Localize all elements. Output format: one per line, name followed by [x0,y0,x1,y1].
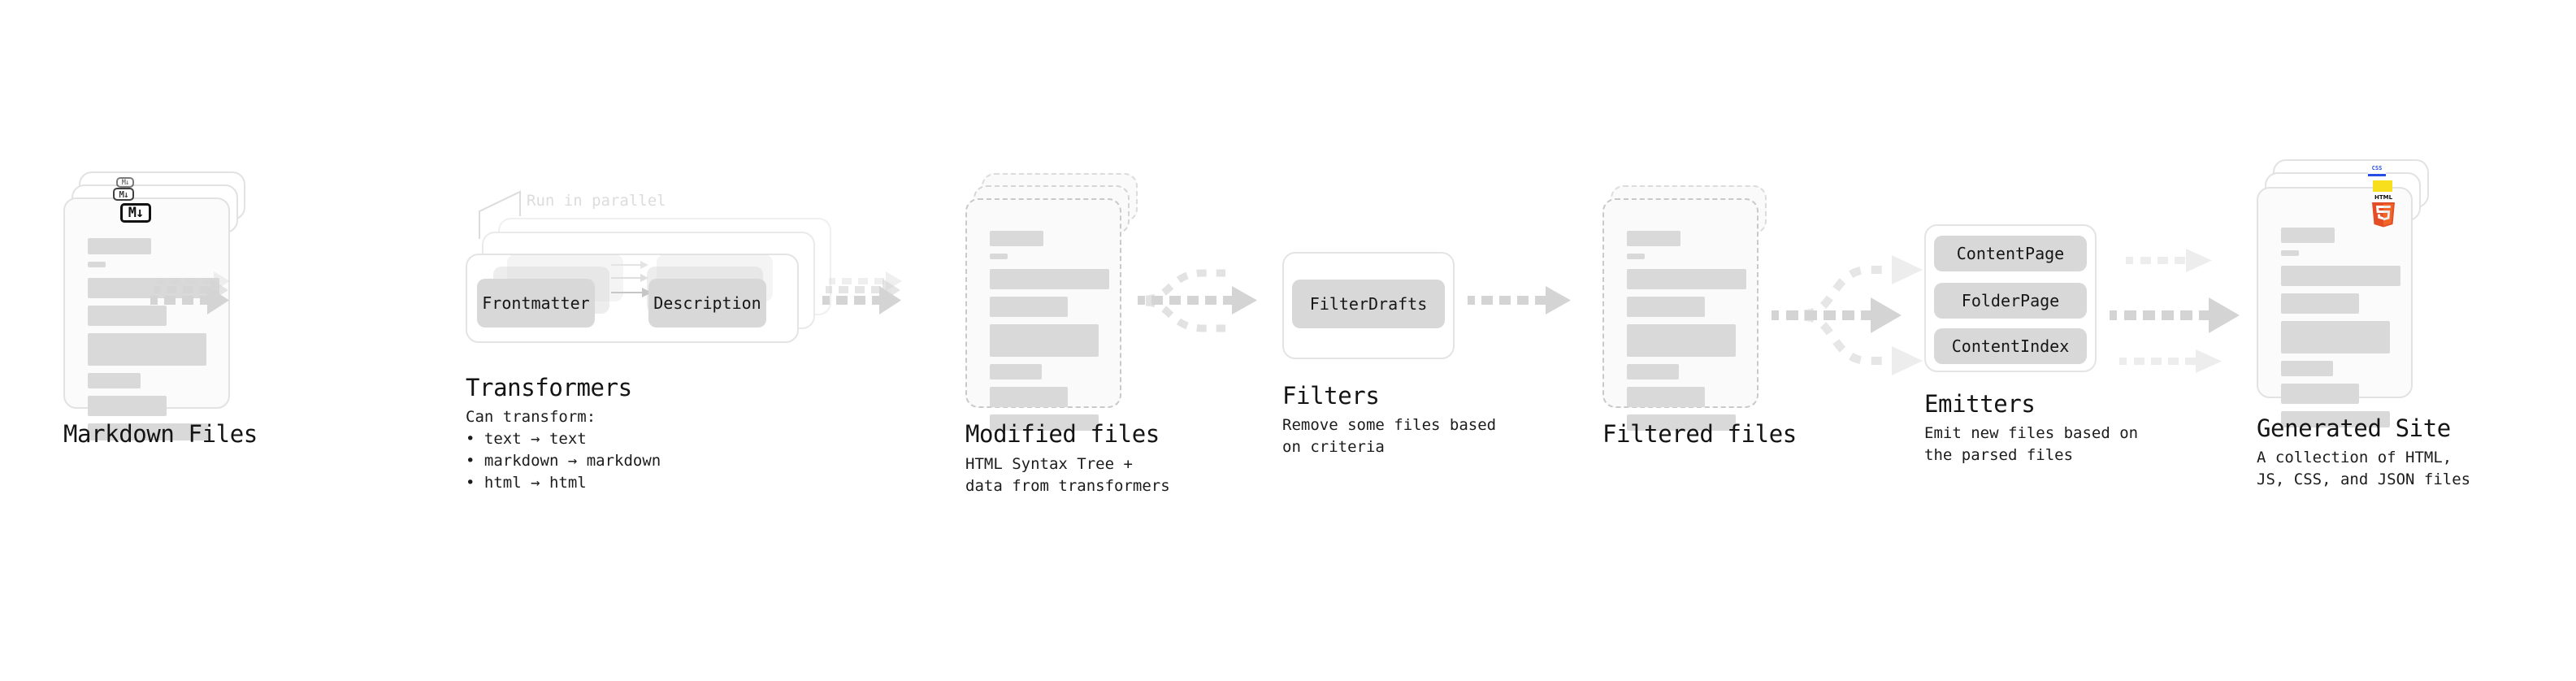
js-icon [2373,180,2392,192]
generated-site-description: A collection of HTML, JS, CSS, and JSON … [2257,449,2471,488]
transformer-chip-description[interactable]: Description [648,279,766,327]
emitter-chip-folderpage[interactable]: FolderPage [1934,283,2087,319]
markdown-files-title: Markdown Files [63,420,258,448]
bar-line [990,254,1008,259]
markdown-icon-mid: M↓ [113,188,134,201]
bar-line [1627,364,1679,380]
arrow-transformers-to-modified [822,271,902,314]
bar-line [990,269,1109,289]
bar-line [88,306,167,326]
bar-line [990,297,1068,317]
arrow-markdown-to-transformers [150,271,230,314]
emitters-title: Emitters [1924,390,2036,418]
emitter-chip-contentpage[interactable]: ContentPage [1934,236,2087,271]
generated-site-title: Generated Site [2257,414,2451,442]
bar-line [990,387,1068,407]
modified-files-description: HTML Syntax Tree + data from transformer… [965,455,1170,495]
bar-line [88,373,141,388]
transformer-chip-frontmatter[interactable]: Frontmatter [477,279,595,327]
arrow-filtered-to-emitters [1772,255,1923,375]
svg-text:HTML: HTML [2374,194,2393,201]
bar-line [2281,293,2359,314]
filtered-files-title: Filtered files [1602,420,1797,448]
transformers-description: Can transform: • text → text • markdown … [466,408,661,492]
bar-line [2281,266,2400,286]
site-file-bars [2281,228,2400,435]
arrow-filters-to-filtered [1468,286,1571,314]
modified-file-front [965,198,1121,431]
bar-line [2281,250,2299,256]
bar-line [2281,384,2359,404]
bar-line [1627,297,1705,317]
arrow-emitters-to-site [2110,249,2240,373]
bar-line [990,324,1099,357]
bar-line [88,333,206,366]
html5-icon: HTML [2372,194,2395,228]
bar-line [88,238,151,254]
css-icon: CSS [2368,165,2386,176]
bar-line [2281,321,2390,354]
modified-file-bars [990,231,1109,438]
bar-line [1627,414,1736,431]
bar-line [88,262,106,267]
filters-description: Remove some files based on criteria [1282,416,1497,456]
bar-line [2281,361,2333,376]
bar-line [2281,228,2335,243]
filtered-file-bars [1627,231,1746,438]
filters-title: Filters [1282,382,1380,410]
arrow-modified-to-filters [1138,269,1257,332]
bar-line [1627,231,1680,246]
run-in-parallel-leader [479,190,521,239]
bar-line [1627,324,1736,357]
emitter-chip-contentindex[interactable]: ContentIndex [1934,328,2087,364]
emitters-description: Emit new files based on the parsed files [1924,424,2139,464]
filtered-file-front [1602,198,1759,431]
markdown-icon-back: M↓ [116,177,134,188]
bar-line [1627,254,1645,259]
run-in-parallel-label: Run in parallel [527,192,666,210]
bar-line [990,364,1042,380]
transformer-inner-arrows [611,261,652,297]
bar-line [1627,269,1746,289]
markdown-icon: M↓ [120,203,151,223]
bar-line [990,414,1099,431]
filter-chip-filterdrafts[interactable]: FilterDrafts [1292,280,1445,328]
bar-line [990,231,1043,246]
modified-files-title: Modified files [965,420,1160,448]
bar-line [88,423,208,440]
bar-line [2281,411,2390,427]
transformers-title: Transformers [466,374,632,401]
bar-line [88,396,167,416]
bar-line [1627,387,1705,407]
